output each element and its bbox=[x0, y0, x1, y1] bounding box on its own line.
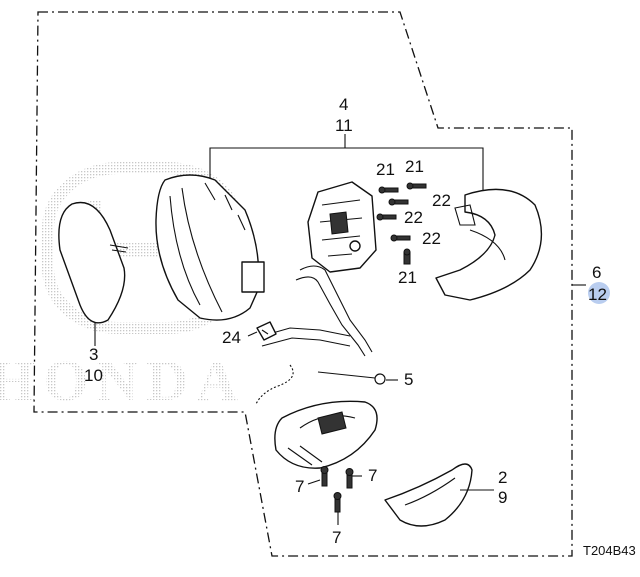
callout-7-a: 7 bbox=[368, 466, 377, 485]
callout-10: 10 bbox=[84, 366, 103, 385]
turn-signal-lens bbox=[384, 463, 473, 527]
assembly-boundary bbox=[33, 11, 573, 557]
callout-11: 11 bbox=[335, 116, 353, 135]
watermark-text: HONDA bbox=[0, 348, 246, 413]
callout-21-b: 21 bbox=[405, 157, 424, 176]
diagram-code: T204B43 bbox=[583, 543, 636, 558]
wire-harness bbox=[255, 265, 386, 405]
callout-4: 4 bbox=[339, 95, 348, 114]
mirror-glass bbox=[58, 201, 129, 324]
callout-21-a: 21 bbox=[376, 160, 395, 179]
callout-3: 3 bbox=[89, 345, 98, 364]
lower-base bbox=[274, 400, 378, 469]
mirror-housing bbox=[155, 174, 265, 321]
callout-21-c: 21 bbox=[398, 268, 417, 287]
outer-cover bbox=[435, 188, 543, 301]
callout-12[interactable]: 12 bbox=[588, 285, 607, 304]
callout-9: 9 bbox=[498, 488, 507, 507]
callout-22-a: 22 bbox=[432, 191, 451, 210]
callout-24: 24 bbox=[222, 328, 241, 347]
callout-bracket-4-11 bbox=[209, 134, 484, 192]
callout-6: 6 bbox=[592, 263, 601, 282]
clip-24 bbox=[256, 321, 277, 341]
screws-upper bbox=[376, 182, 427, 265]
callout-22-c: 22 bbox=[422, 229, 441, 248]
callout-2: 2 bbox=[498, 468, 507, 487]
screws-lower bbox=[320, 466, 354, 513]
callout-5: 5 bbox=[404, 370, 413, 389]
callout-22-b: 22 bbox=[404, 208, 423, 227]
callout-7-b: 7 bbox=[295, 477, 304, 496]
motor-unit bbox=[307, 181, 377, 273]
callout-12-highlight bbox=[588, 282, 610, 304]
callout-7-c: 7 bbox=[332, 528, 341, 547]
